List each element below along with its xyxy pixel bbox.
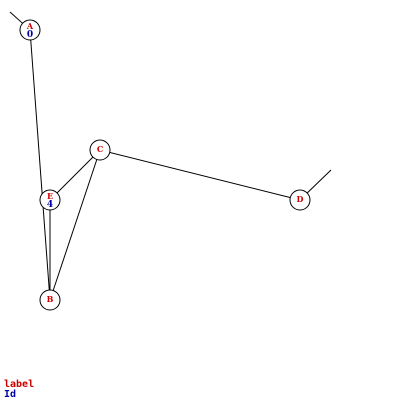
legend: label Id — [4, 380, 34, 400]
node-circle — [89, 139, 111, 161]
node-id: 0 — [27, 30, 33, 40]
legend-label-key: label — [4, 379, 35, 390]
node-b[interactable]: B — [39, 289, 61, 311]
node-c[interactable]: C — [89, 139, 111, 161]
stub-lines — [9, 11, 332, 194]
stub-line-d — [306, 169, 332, 194]
edge-a-b — [29, 29, 51, 301]
node-label: C — [97, 144, 103, 154]
node-id: 4 — [47, 200, 53, 210]
node-label: A — [26, 21, 34, 31]
node-a[interactable]: A0 — [19, 19, 41, 41]
node-circle — [39, 289, 61, 311]
edge-c-b — [49, 149, 101, 301]
node-label: B — [47, 294, 54, 304]
nodes-layer: A0C E4 D B — [19, 19, 311, 311]
edges-layer — [29, 29, 301, 301]
node-circle — [19, 19, 41, 41]
node-label: D — [297, 194, 304, 204]
edge-e-c — [49, 149, 101, 201]
node-label: E — [47, 191, 53, 201]
node-e[interactable]: E4 — [39, 189, 61, 211]
node-d[interactable]: D — [289, 189, 311, 211]
node-circle — [289, 189, 311, 211]
stub-line-a — [9, 11, 23, 24]
legend-id-key: Id — [4, 389, 17, 400]
edge-c-d — [99, 149, 301, 201]
node-circle — [39, 189, 61, 211]
